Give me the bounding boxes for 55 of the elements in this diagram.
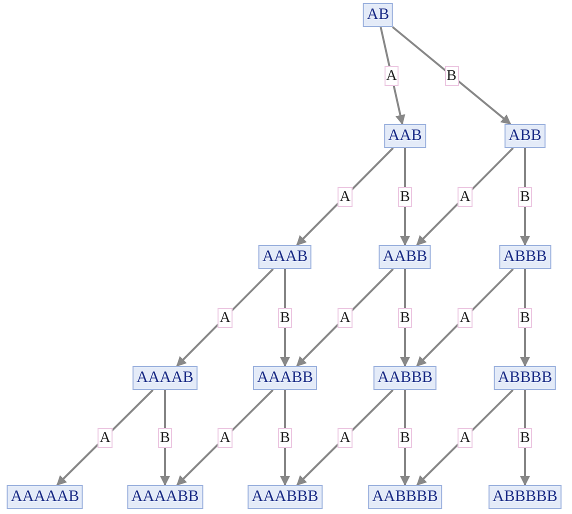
state-box: ABBB xyxy=(499,245,551,269)
arrow xyxy=(392,26,512,125)
state-box: ABBBB xyxy=(494,366,556,390)
state-box: AAAABB xyxy=(127,485,203,509)
edge-label: B xyxy=(398,428,412,448)
arrow xyxy=(416,147,514,246)
edge-label: B xyxy=(518,186,532,206)
state-box: AABBB xyxy=(373,366,437,390)
edge-label: A xyxy=(458,428,472,448)
state-box: AAABB xyxy=(253,366,317,390)
arrow xyxy=(296,389,394,486)
arrow xyxy=(280,269,290,367)
state-box: AB xyxy=(362,3,394,27)
state-box: AAB xyxy=(384,124,426,148)
edge-label: A xyxy=(98,428,112,448)
state-box: AABBBB xyxy=(368,485,442,509)
edge-label: A xyxy=(458,186,472,206)
arrow xyxy=(400,148,410,246)
arrow xyxy=(520,390,530,486)
state-box: AAAB xyxy=(258,245,312,269)
edge-label: A xyxy=(338,186,352,206)
arrow xyxy=(520,269,530,367)
state-box: AABB xyxy=(378,245,432,269)
edge-label: A xyxy=(338,428,352,448)
edge-label: B xyxy=(518,308,532,328)
arrow xyxy=(400,269,410,367)
arrow xyxy=(296,268,394,367)
arrow xyxy=(160,390,170,486)
edge-label: A xyxy=(458,308,472,328)
state-box: AAAAB xyxy=(132,366,198,390)
state-box: ABBBBB xyxy=(488,485,562,509)
edge-label: A xyxy=(218,428,232,448)
edge-label: B xyxy=(444,66,458,86)
arrow xyxy=(520,148,530,246)
arrow xyxy=(56,389,154,486)
arrow xyxy=(400,390,410,486)
edge-label: B xyxy=(278,308,292,328)
edge-label: B xyxy=(398,186,412,206)
state-box: AAAAAB xyxy=(6,485,84,509)
arrow xyxy=(176,268,274,367)
edge-label: B xyxy=(278,428,292,448)
edge-label: A xyxy=(338,308,352,328)
arrow xyxy=(380,26,406,125)
arrow xyxy=(176,389,274,486)
state-box: AAABBB xyxy=(248,485,322,509)
arrow xyxy=(416,389,514,486)
arrow xyxy=(296,147,394,246)
edge-label: A xyxy=(218,308,232,328)
state-box: ABB xyxy=(504,124,546,148)
edge-label: B xyxy=(518,428,532,448)
edge-label: B xyxy=(398,308,412,328)
edge-label: B xyxy=(158,428,172,448)
arrow xyxy=(416,268,514,367)
arrow xyxy=(280,390,290,486)
edge-label: A xyxy=(384,66,399,86)
